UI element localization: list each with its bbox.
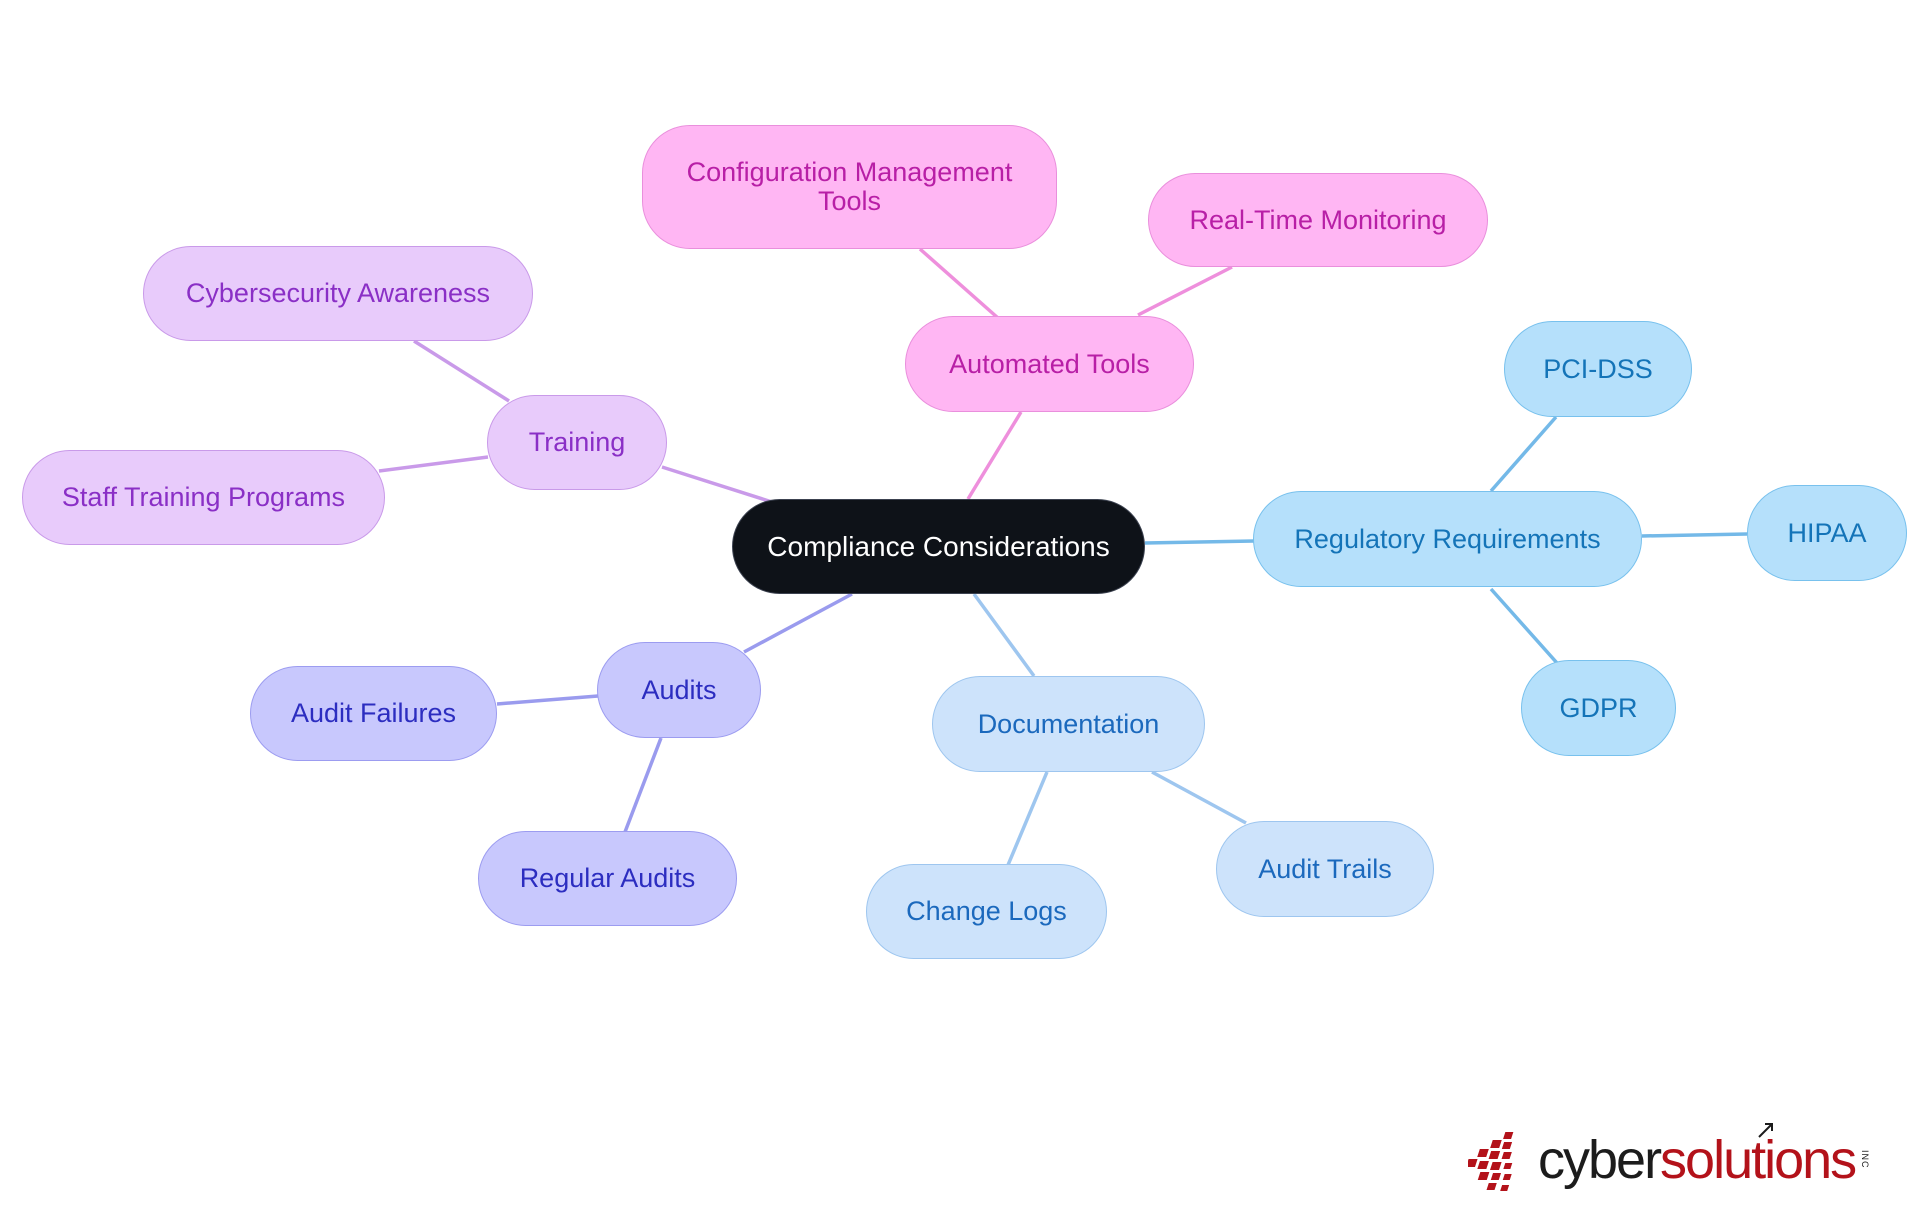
branch-node-regulatory-requirements: Regulatory Requirements	[1253, 491, 1642, 587]
edge-training-cybersecurity	[413, 339, 510, 403]
edge-root-audits	[743, 592, 853, 654]
edge-regulatory-pci-dss	[1489, 415, 1558, 493]
logo-wordmark: cybersolutions	[1538, 1126, 1857, 1194]
connector-lines	[378, 247, 1748, 866]
edge-regulatory-gdpr	[1489, 587, 1559, 665]
branch-node-training: Training	[487, 395, 667, 490]
leaf-node-pci-dss: PCI-DSS	[1504, 321, 1692, 417]
edge-documentation-change-logs	[1006, 771, 1049, 866]
leaf-node-configuration-management-tools: Configuration Management Tools	[642, 125, 1057, 249]
leaf-node-cybersecurity-awareness: Cybersecurity Awareness	[143, 246, 533, 341]
leaf-node-staff-training-programs: Staff Training Programs	[22, 450, 385, 545]
logo-inc-suffix: INC	[1860, 1150, 1870, 1169]
leaf-node-audit-trails: Audit Trails	[1216, 821, 1434, 917]
edge-root-training	[661, 465, 773, 504]
leaf-node-hipaa: HIPAA	[1747, 485, 1907, 581]
logo-word-solutions: solutions	[1660, 1130, 1857, 1190]
edge-regulatory-hipaa	[1641, 532, 1748, 538]
edge-automated-tools-configuration	[918, 247, 1000, 320]
branch-node-audits: Audits	[597, 642, 761, 738]
edge-audits-failures	[496, 694, 599, 706]
leaf-node-regular-audits: Regular Audits	[478, 831, 737, 926]
edge-root-automated-tools	[966, 411, 1023, 500]
edge-training-staff	[378, 455, 489, 473]
root-node: Compliance Considerations	[732, 499, 1145, 594]
edge-automated-tools-real-time	[1137, 265, 1233, 317]
leaf-node-real-time-monitoring: Real-Time Monitoring	[1148, 173, 1488, 267]
branch-node-documentation: Documentation	[932, 676, 1205, 772]
edge-root-regulatory	[1144, 539, 1255, 545]
leaf-node-gdpr: GDPR	[1521, 660, 1676, 756]
leaf-node-change-logs: Change Logs	[866, 864, 1107, 959]
edge-documentation-audit-trails	[1151, 770, 1247, 825]
cybersolutions-logo: cybersolutions INC	[1468, 1123, 1878, 1194]
leaf-node-audit-failures: Audit Failures	[250, 666, 497, 761]
branch-node-automated-tools: Automated Tools	[905, 316, 1194, 412]
logo-word-cyber: cyber	[1538, 1130, 1662, 1190]
edge-root-documentation	[972, 592, 1036, 678]
edge-audits-regular	[623, 737, 663, 833]
logo-arrow-icon	[1758, 1123, 1773, 1138]
logo-mark-icon	[1468, 1132, 1514, 1191]
